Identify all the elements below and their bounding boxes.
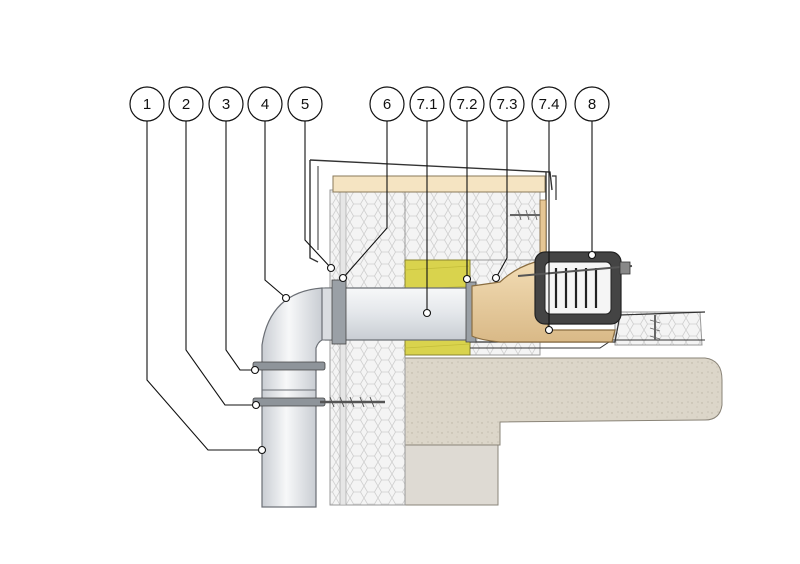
callout-circle <box>574 86 610 122</box>
leader-dot <box>587 250 597 260</box>
callout-circle <box>369 86 405 122</box>
fastening-screws <box>510 209 661 340</box>
callout-label: 7.1 <box>417 96 438 113</box>
callout-label: 3 <box>222 96 230 113</box>
leader-dot <box>544 325 554 335</box>
leader-line <box>225 121 255 371</box>
leader-dot <box>250 365 260 375</box>
concrete-structure <box>399 357 723 506</box>
callout-c73: 7.3 <box>489 86 525 283</box>
leader-line <box>495 121 508 279</box>
timber-board <box>332 175 546 193</box>
leader-dot <box>338 273 348 283</box>
callout-c1: 1 <box>129 86 267 455</box>
callout-label: 5 <box>301 96 309 113</box>
callout-label: 1 <box>143 96 151 113</box>
callout-label: 7.3 <box>497 96 518 113</box>
callout-circle <box>489 86 525 122</box>
callout-c3: 3 <box>208 86 260 375</box>
callout-label: 7.2 <box>457 96 478 113</box>
callout-circle <box>531 86 567 122</box>
leader-dot <box>491 273 501 283</box>
callout-label: 7.4 <box>539 96 560 113</box>
leader-line <box>264 121 287 299</box>
callout-label: 4 <box>261 96 269 113</box>
callout-circle <box>168 86 204 122</box>
leader-line <box>342 121 388 279</box>
leader-dot <box>257 445 267 455</box>
leader-line <box>146 121 262 451</box>
callout-c5: 5 <box>287 86 336 273</box>
leader-dot <box>462 274 472 284</box>
leader-dot <box>251 400 261 410</box>
callout-circle <box>409 86 445 122</box>
leader-dot <box>281 293 291 303</box>
callout-c74: 7.4 <box>531 86 567 335</box>
callout-c4: 4 <box>247 86 291 303</box>
leader-dot <box>422 308 432 318</box>
leader-dot <box>326 263 336 273</box>
callout-c6: 6 <box>338 86 405 283</box>
callout-c8: 8 <box>574 86 610 260</box>
callout-label: 2 <box>182 96 190 113</box>
callout-label: 6 <box>383 96 391 113</box>
downpipe-assembly <box>252 287 385 508</box>
callout-c71: 7.1 <box>409 86 445 318</box>
callout-circle <box>287 86 323 122</box>
callout-c72: 7.2 <box>449 86 485 284</box>
leader-line <box>304 121 332 269</box>
callout-circle <box>208 86 244 122</box>
callout-circle <box>449 86 485 122</box>
callout-circle <box>129 86 165 122</box>
drain-grate <box>517 251 633 325</box>
callout-circle <box>247 86 283 122</box>
leader-line <box>185 121 256 406</box>
callout-c2: 2 <box>168 86 261 410</box>
callout-group: 1 2 3 4 5 6 7.1 7.2 7.3 7.4 8 <box>129 86 610 455</box>
callout-label: 8 <box>588 96 596 113</box>
